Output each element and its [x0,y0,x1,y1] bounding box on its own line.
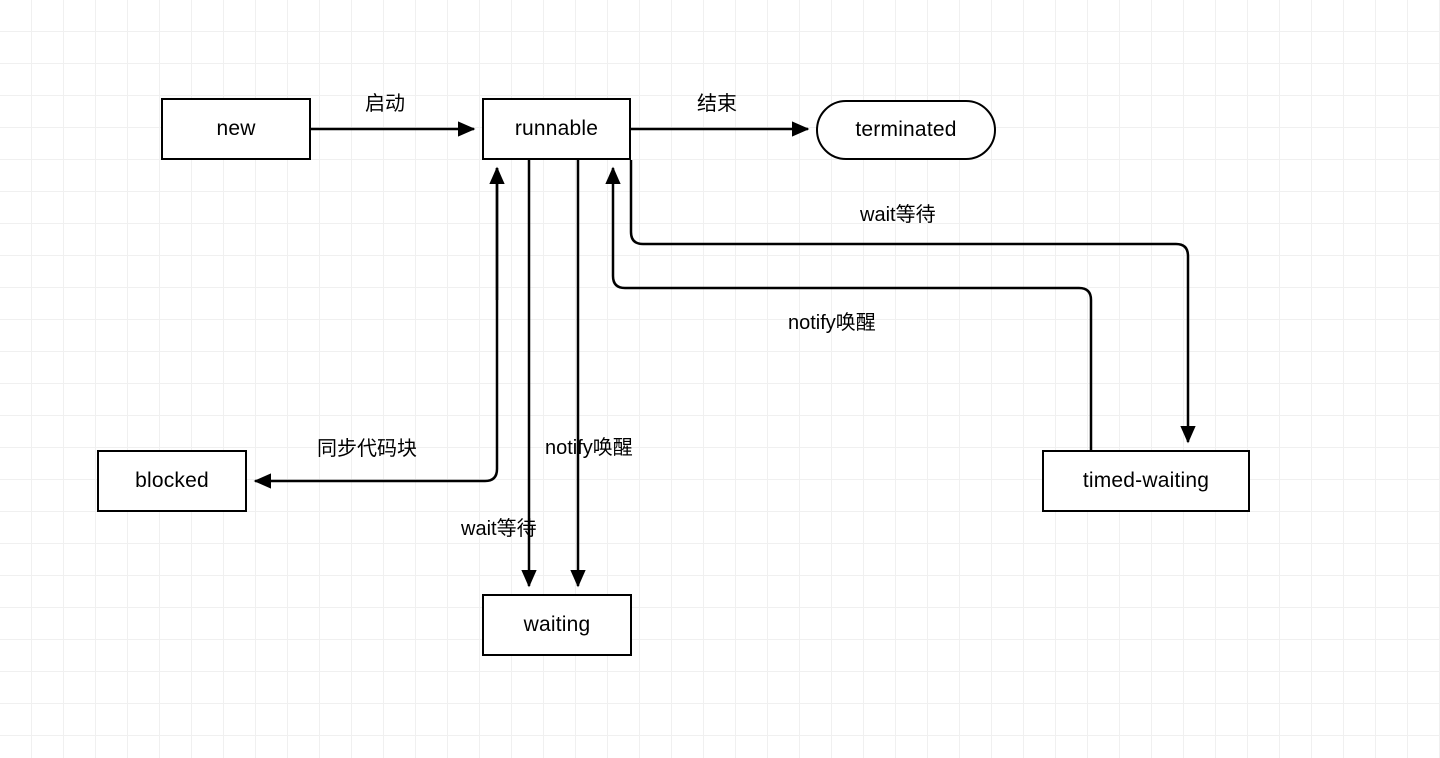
node-blocked-label: blocked [135,469,209,492]
node-blocked[interactable]: blocked [97,450,247,512]
node-waiting-label: waiting [523,613,591,636]
node-terminated[interactable]: terminated [816,100,996,160]
edge-label-wait-waiting: wait等待 [461,518,537,540]
edge-label-notify-timed: notify唤醒 [788,312,876,334]
node-timed-waiting[interactable]: timed-waiting [1042,450,1250,512]
node-waiting[interactable]: waiting [482,594,632,656]
edge-label-sync-block: 同步代码块 [317,438,417,460]
node-new[interactable]: new [161,98,311,160]
edge-label-notify-waiting: notify唤醒 [545,437,633,459]
node-timed-waiting-label: timed-waiting [1082,469,1210,492]
node-terminated-label: terminated [855,118,957,141]
edge-label-end: 结束 [697,93,737,115]
node-new-label: new [216,117,256,140]
node-runnable[interactable]: runnable [482,98,631,160]
node-runnable-label: runnable [514,117,599,140]
edge-label-start: 启动 [365,93,405,115]
edge-label-wait-timed: wait等待 [860,204,936,226]
